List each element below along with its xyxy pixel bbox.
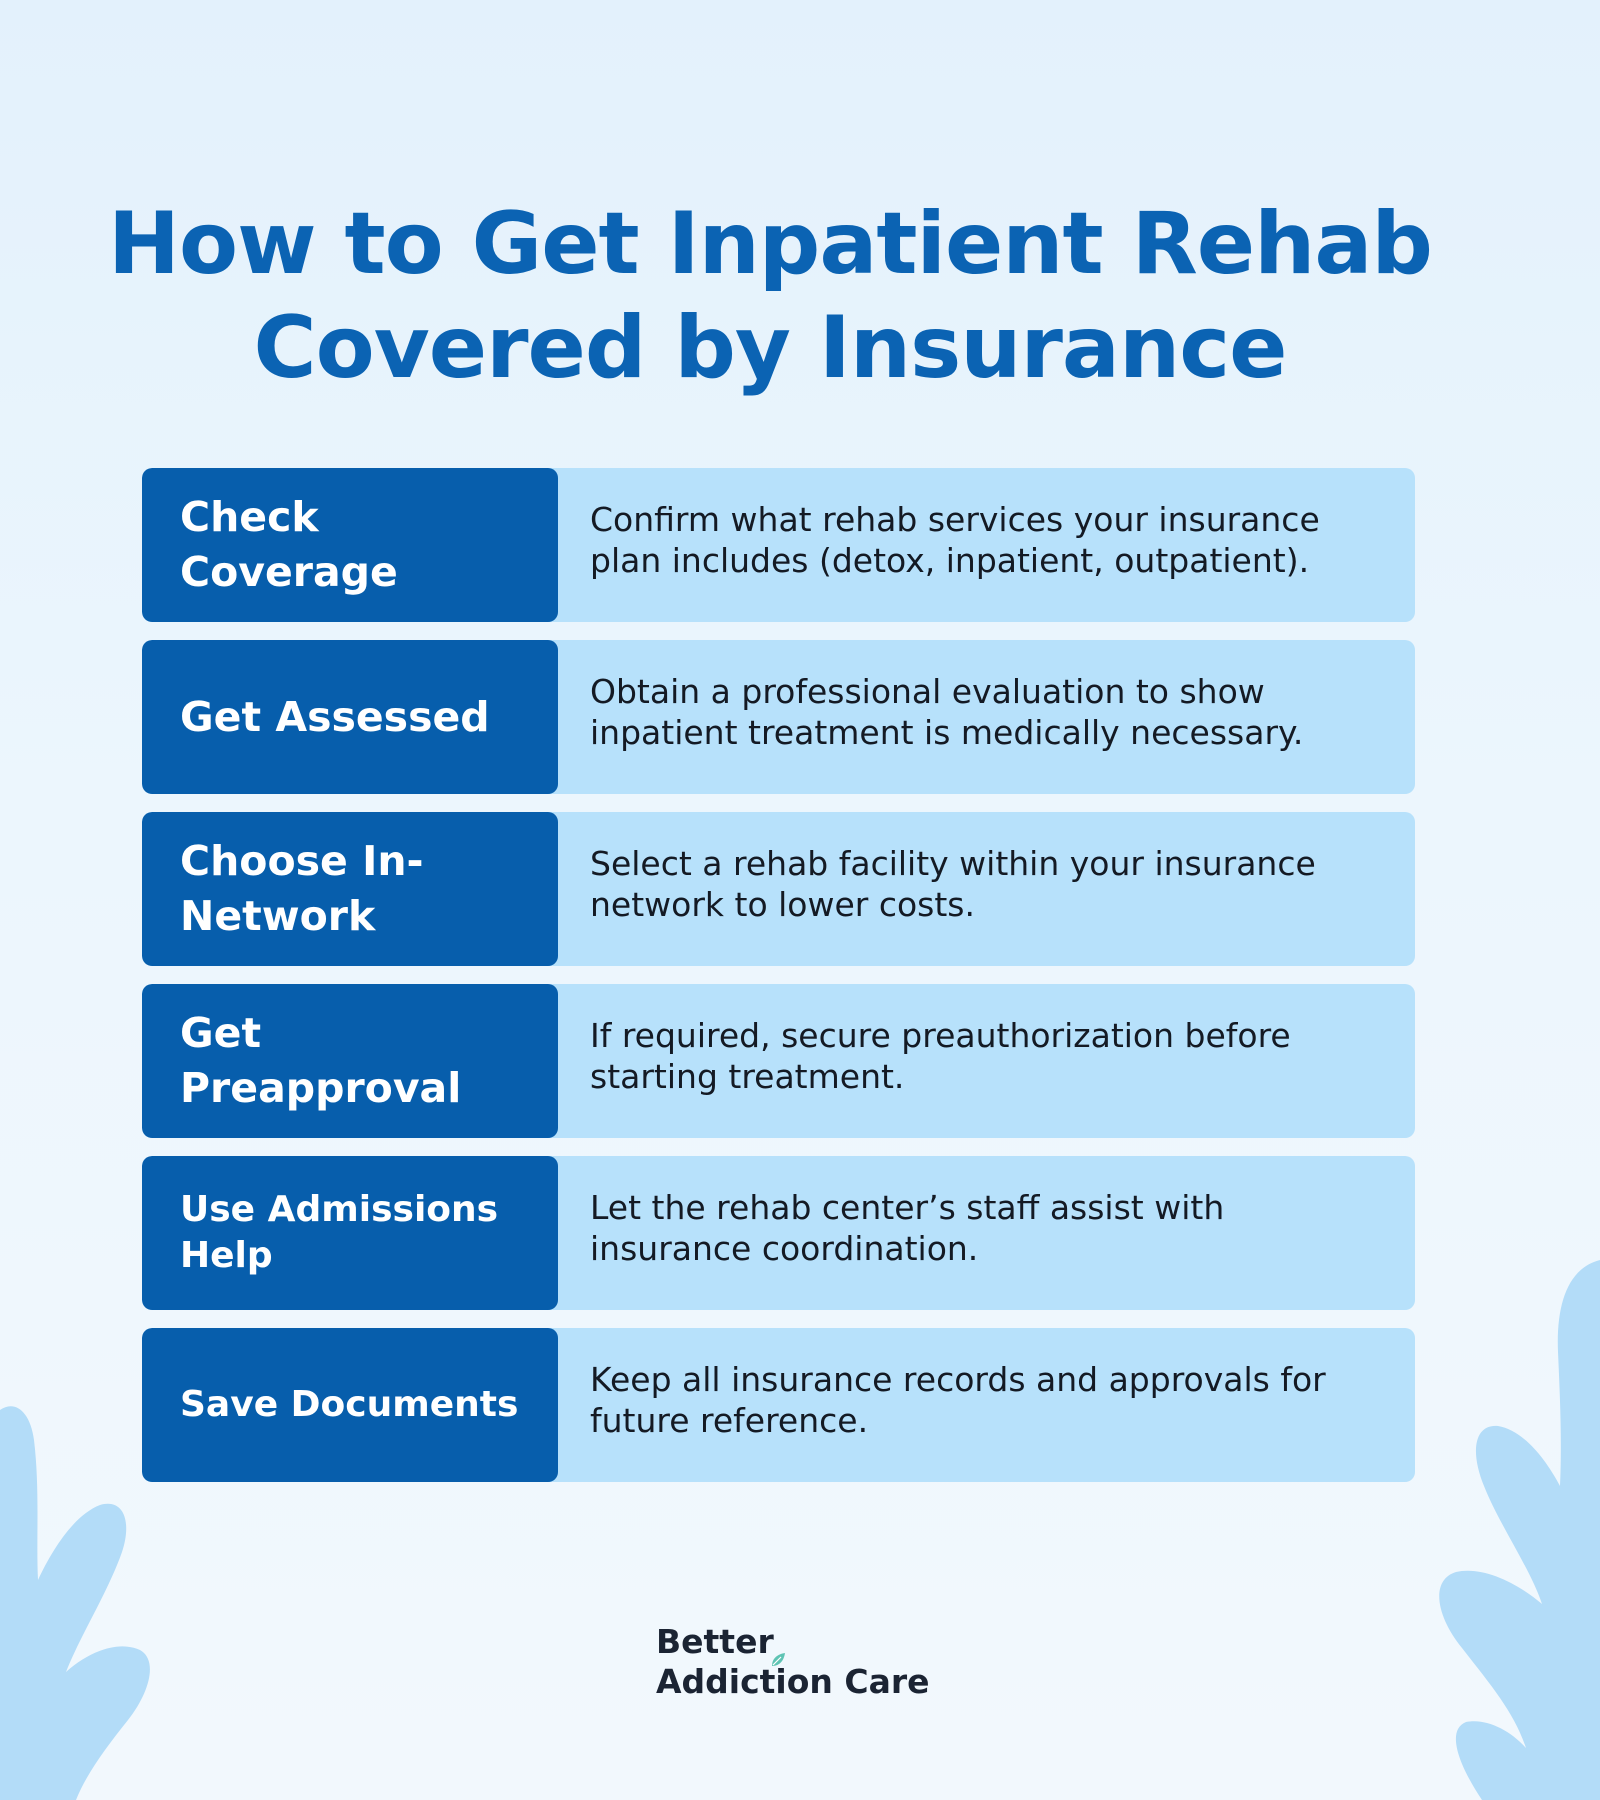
step-choose-in-network: Choose In-Network Select a rehab facilit… (142, 812, 1415, 966)
step-title: Choose In-Network (142, 812, 558, 966)
step-description: Obtain a professional evaluation to show… (590, 672, 1304, 752)
step-description: Let the rehab center’s staff assist with… (590, 1188, 1225, 1268)
right-leaf-icon (1439, 1260, 1600, 1800)
step-description: Select a rehab facility within your insu… (590, 844, 1316, 924)
logo-leaf-icon (772, 1653, 785, 1666)
logo-line-2: Addiction Care (656, 1662, 930, 1701)
step-title: Get Preapproval (142, 984, 558, 1138)
step-check-coverage: Check Coverage Confirm what rehab servic… (142, 468, 1415, 622)
title-line-2: Covered by Insurance (253, 298, 1288, 398)
step-title: Save Documents (142, 1328, 558, 1482)
title-line-1: How to Get Inpatient Rehab (108, 194, 1433, 294)
step-save-documents: Save Documents Keep all insurance record… (142, 1328, 1415, 1482)
step-description: If required, secure preauthorization bef… (590, 1016, 1291, 1096)
step-description: Keep all insurance records and approvals… (590, 1360, 1326, 1440)
step-get-preapproval: Get Preapproval If required, secure prea… (142, 984, 1415, 1138)
step-title: Get Assessed (142, 640, 558, 794)
steps-list: Check Coverage Confirm what rehab servic… (142, 468, 1415, 1500)
page-title: How to Get Inpatient Rehab Covered by In… (0, 192, 1600, 400)
step-description: Confirm what rehab services your insuran… (590, 500, 1320, 580)
step-title: Check Coverage (142, 468, 558, 622)
step-get-assessed: Get Assessed Obtain a professional evalu… (142, 640, 1415, 794)
brand-logo: Better Addiction Care (656, 1622, 930, 1702)
step-use-admissions-help: Use Admissions Help Let the rehab center… (142, 1156, 1415, 1310)
step-title: Use Admissions Help (142, 1156, 558, 1310)
logo-line-1: Better (656, 1622, 774, 1661)
